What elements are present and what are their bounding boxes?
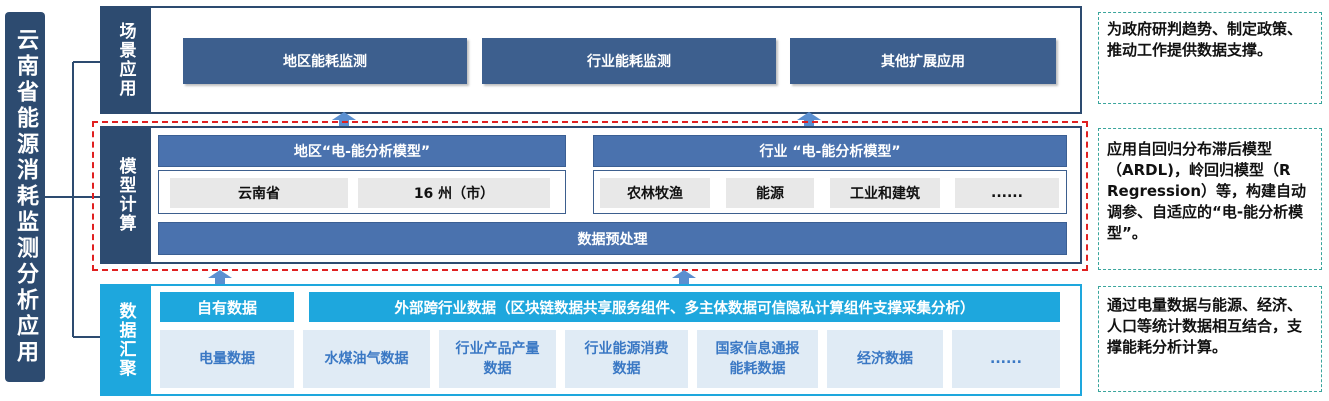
bracket-connector	[45, 61, 101, 338]
note-data: 通过电量数据与能源、经济、人口等统计数据相互结合，支撑能耗分析计算。	[1098, 286, 1322, 392]
note-scene: 为政府研判趋势、制定政策、推动工作提供数据支撑。	[1098, 12, 1322, 104]
region-model-title: 地区“电-能分析模型”	[158, 135, 566, 167]
region-item-16-prefectures: 16 州（市）	[358, 178, 550, 208]
up-arrow-icon	[208, 270, 232, 286]
model-layer-label: 模型计算	[101, 127, 151, 263]
scene-item-region: 地区能耗监测	[183, 38, 467, 84]
system-title: 云南省能源消耗监测分析应用	[5, 12, 45, 382]
data-item-industry-output: 行业产品产量 数据	[439, 330, 556, 388]
data-item-more: ......	[952, 330, 1060, 388]
industry-item-more: ......	[955, 178, 1059, 208]
up-arrow-icon	[332, 112, 356, 128]
scene-item-other: 其他扩展应用	[790, 38, 1056, 84]
model-layer-dashed-frame	[92, 121, 1088, 271]
data-layer-label: 数据汇聚	[101, 285, 151, 395]
own-data-bar: 自有数据	[160, 292, 294, 322]
data-item-electricity: 电量数据	[160, 330, 294, 388]
up-arrow-icon	[672, 270, 696, 286]
note-model: 应用自回归分布滞后模型（ARDL)，岭回归模型（R Regression）等，构…	[1098, 128, 1322, 270]
data-preprocess-bar: 数据预处理	[158, 222, 1067, 255]
industry-model-title: 行业 “电-能分析模型”	[593, 135, 1067, 167]
industry-item-energy: 能源	[726, 178, 814, 208]
industry-item-industry-construction: 工业和建筑	[830, 178, 940, 208]
industry-item-agriculture: 农林牧渔	[600, 178, 710, 208]
external-data-bar: 外部跨行业数据（区块链数据共享服务组件、多主体数据可信隐私计算组件支撑采集分析）	[309, 292, 1060, 322]
scene-item-industry: 行业能耗监测	[482, 38, 776, 84]
up-arrow-icon	[797, 112, 821, 128]
data-item-economic: 经济数据	[827, 330, 943, 388]
region-item-yunnan: 云南省	[170, 178, 348, 208]
scene-layer-label: 场景应用	[101, 7, 151, 113]
data-item-water-coal-oil-gas: 水煤油气数据	[303, 330, 430, 388]
data-item-national-report: 国家信息通报 能耗数据	[697, 330, 818, 388]
data-item-industry-energy-consumption: 行业能源消费 数据	[565, 330, 688, 388]
